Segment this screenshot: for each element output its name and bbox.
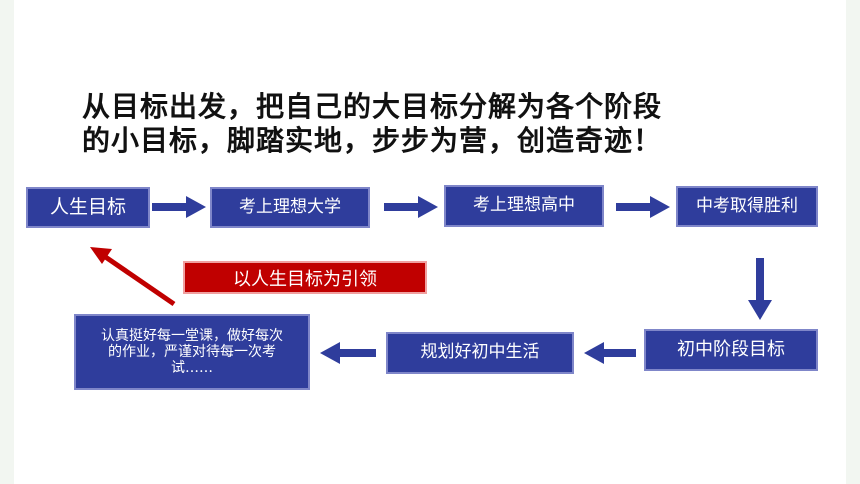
arrow-down xyxy=(748,258,772,320)
page-title: 从目标出发，把自己的大目标分解为各个阶段 的小目标，脚踏实地，步步为营，创造奇迹… xyxy=(82,90,802,158)
box-actions: 认真挺好每一堂课，做好每次的作业，严谨对待每一次考试…… xyxy=(74,314,310,390)
lead-label: 以人生目标为引领 xyxy=(183,261,427,294)
box-plan: 规划好初中生活 xyxy=(386,332,574,374)
slide xyxy=(14,0,846,484)
arrow-right-2 xyxy=(384,196,438,218)
box-zhongkao: 中考取得胜利 xyxy=(676,186,818,227)
box-university: 考上理想大学 xyxy=(210,187,370,228)
arrow-left-1 xyxy=(584,342,636,364)
box-junior-goal: 初中阶段目标 xyxy=(644,329,818,371)
arrow-right-3 xyxy=(616,196,670,218)
arrow-right-1 xyxy=(152,196,206,218)
title-line-1: 从目标出发，把自己的大目标分解为各个阶段 xyxy=(82,90,663,123)
arrow-left-2 xyxy=(320,342,376,364)
box-high-school: 考上理想高中 xyxy=(444,185,604,227)
title-line-2: 的小目标，脚踏实地，步步为营，创造奇迹！ xyxy=(82,124,663,157)
box-life-goal: 人生目标 xyxy=(26,187,150,228)
arrow-lead xyxy=(90,247,176,307)
